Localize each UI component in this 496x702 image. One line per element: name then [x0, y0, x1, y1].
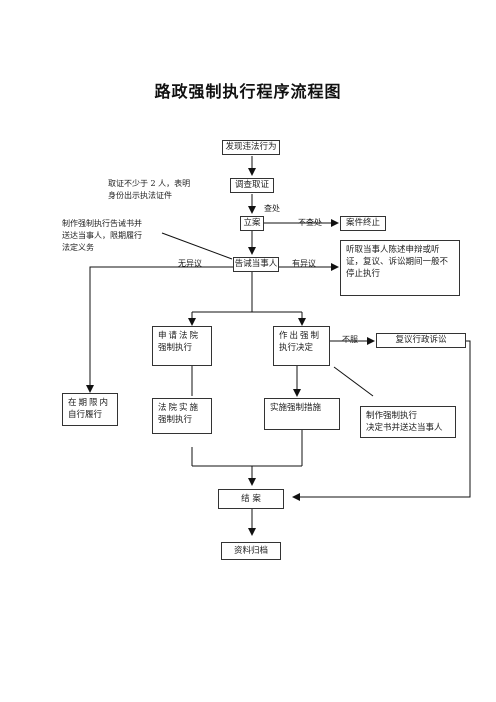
arrow-review-to-end: [292, 340, 471, 501]
refuse-label: 不服: [342, 335, 358, 344]
review-litigation-box: 复议行政诉讼: [376, 333, 466, 348]
self-fulfil-box: 在期限内 自行履行: [62, 393, 118, 426]
self-fulfil-line1: 在期限内: [68, 398, 111, 408]
self-fulfil-line2: 自行履行: [68, 410, 103, 420]
apply-court-box: 申请法院 强制执行: [152, 326, 212, 366]
evidence-note: 取证不少于 2 人，表明 身份出示执法证件: [108, 178, 190, 202]
arrow-no-objection-to-self-fulfil: [86, 266, 233, 393]
make-decision-line1: 制作强制执行: [366, 411, 418, 421]
apply-court-line2: 强制执行: [158, 343, 193, 353]
evidence-note-line1: 取证不少于 2 人，表明: [108, 179, 191, 188]
case-closed-box: 结 案: [218, 489, 284, 509]
notify-party-box: 告诫当事人: [233, 257, 279, 272]
no-handle-label: 不查处: [298, 218, 322, 227]
evidence-note-line2: 身份出示执法证件: [108, 191, 172, 200]
apply-court-line1: 申请法院: [158, 331, 201, 341]
court-enforce-line2: 强制执行: [158, 415, 193, 425]
decision-line2: 执行决定: [279, 343, 314, 353]
page-title: 路政强制执行程序流程图: [154, 82, 342, 101]
warning-note-line2: 送达当事人，限期履行: [62, 231, 142, 240]
enforce-measures-box: 实施强制措施: [264, 398, 340, 430]
warning-note-line3: 法定义务: [62, 243, 94, 252]
register-box: 立案: [240, 216, 264, 231]
enforcement-decision-box: 作出强制 执行决定: [273, 326, 330, 366]
archive-box: 资料归档: [221, 542, 281, 560]
make-decision-pointer-line: [333, 366, 374, 397]
investigate-box: 调查取证: [230, 178, 274, 193]
discover-violation-box: 发现违法行为: [222, 140, 280, 155]
make-decision-note-box: 制作强制执行 决定书并送达当事人: [360, 406, 456, 438]
warning-note-line1: 制作强制执行告诫书并: [62, 219, 142, 228]
warning-note: 制作强制执行告诫书并 送达当事人，限期履行 法定义务: [62, 218, 142, 254]
hearing-note-box: 听取当事人陈述申辩或听证，复议、诉讼期间一般不停止执行: [340, 240, 460, 296]
no-objection-label: 无异议: [178, 259, 202, 268]
handle-label: 查处: [264, 204, 280, 213]
case-end-box: 案件终止: [340, 216, 386, 231]
warning-pointer-line: [161, 232, 233, 260]
decision-line1: 作出强制: [279, 331, 322, 341]
make-decision-line2: 决定书并送达当事人: [366, 423, 443, 433]
court-enforce-box: 法院实施 强制执行: [152, 398, 212, 434]
court-enforce-line1: 法院实施: [158, 403, 201, 413]
objection-label: 有异议: [292, 259, 316, 268]
